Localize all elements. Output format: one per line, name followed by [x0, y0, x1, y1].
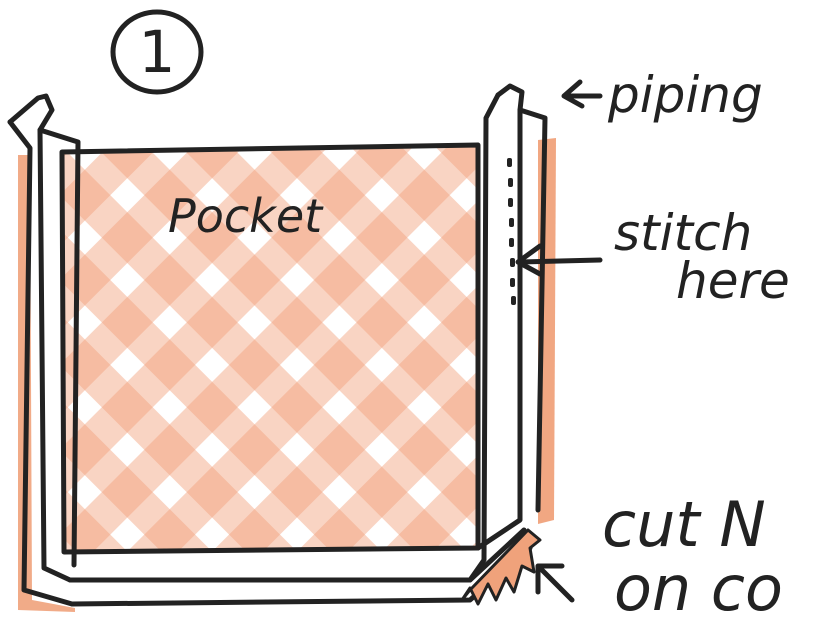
- stitch-arrow: [515, 243, 603, 277]
- piping-arrow: [561, 79, 603, 109]
- stitch-line: [507, 158, 516, 305]
- notch-cuts: [460, 528, 542, 606]
- step-marker: 1: [110, 9, 204, 95]
- here-label: here: [676, 252, 790, 310]
- pocket-label: Pocket: [168, 189, 324, 243]
- cut-notch-label: cut N: [602, 488, 766, 561]
- piping-frame: [7, 83, 548, 607]
- on-corner-label: on co: [614, 552, 783, 621]
- piping-label: piping: [607, 66, 763, 124]
- notch-arrow: [535, 563, 575, 603]
- step-number: 1: [139, 18, 176, 86]
- stitch-label: stitch: [614, 204, 752, 262]
